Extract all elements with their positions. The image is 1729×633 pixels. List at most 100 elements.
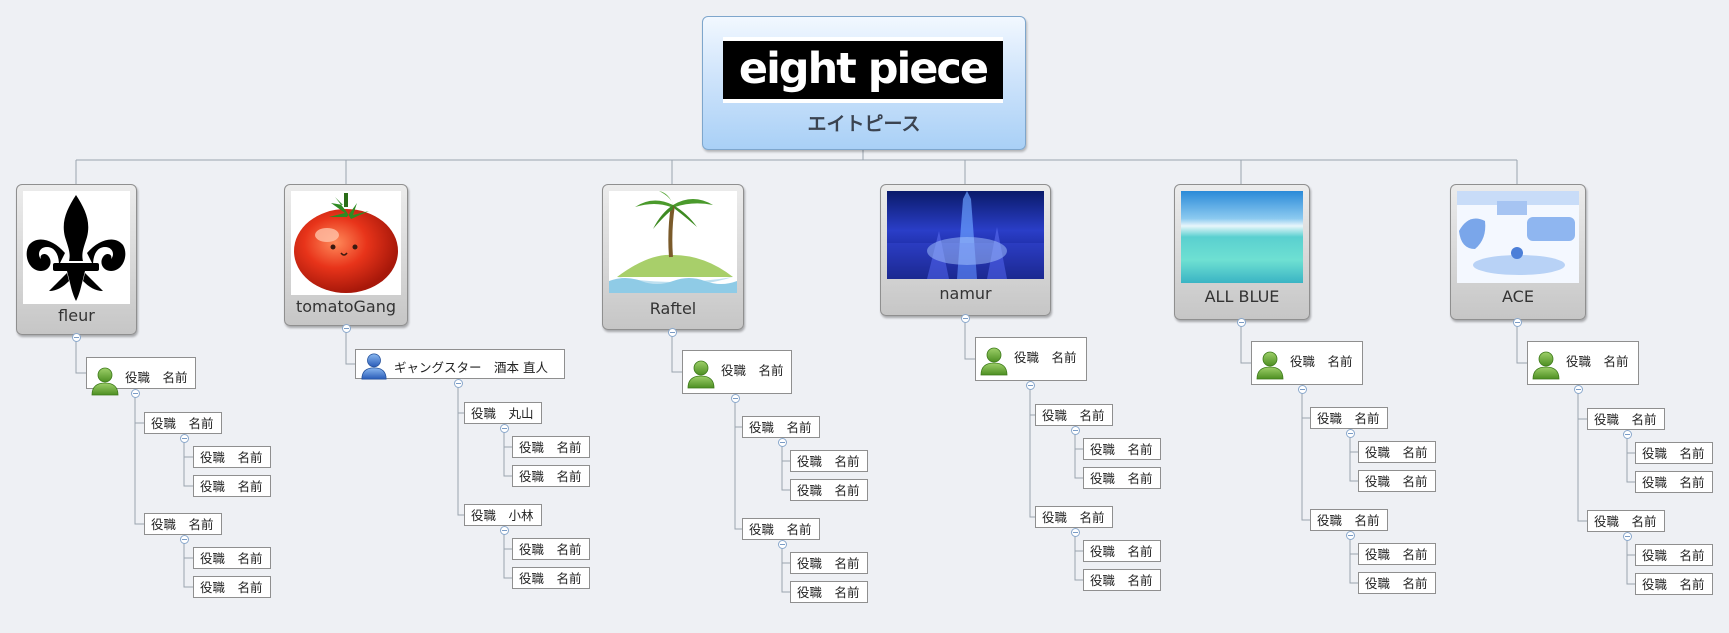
connector-line [1349,539,1358,584]
connector-line [1074,434,1083,450]
member-topic[interactable]: 役職 名前 [790,479,868,501]
collapse-toggle[interactable] [668,328,677,337]
team-name: Raftel [649,299,697,318]
member-topic[interactable]: 役職 名前 [1635,442,1713,464]
member-topic[interactable]: 役職 名前 [790,581,868,603]
member-topic[interactable]: 役職 名前 [1587,408,1665,430]
connector-line [503,432,512,448]
collapse-toggle[interactable] [731,394,740,403]
fleur-de-lis-icon [23,191,130,304]
member-topic[interactable]: 役職 名前 [1358,470,1436,492]
member-topic[interactable]: 役職 名前 [1358,543,1436,565]
team-topic-namur[interactable]: namur [880,184,1051,316]
member-topic[interactable]: 役職 名前 [1310,407,1388,429]
member-topic[interactable]: 役職 名前 [512,567,590,589]
collapse-toggle[interactable] [180,434,189,443]
collapse-toggle[interactable] [1346,429,1355,438]
central-topic[interactable]: eight piece エイトピース [702,16,1026,150]
member-topic[interactable]: 役職 名前 [193,547,271,569]
person-icon [1256,351,1284,380]
member-topic[interactable]: 役職 名前 [193,446,271,468]
team-name: namur [939,284,992,303]
connector-line [781,548,790,564]
member-topic[interactable]: 役職 名前 [512,538,590,560]
member-topic[interactable]: 役職 名前 [742,416,820,438]
member-topic[interactable]: 役職 名前 [512,436,590,458]
team-name: fleur [58,306,95,325]
member-topic[interactable]: 役職 名前 [1635,471,1713,493]
collapse-toggle[interactable] [1071,528,1080,537]
member-topic[interactable]: 役職 名前 [512,465,590,487]
team-topic-all-blue[interactable]: ALL BLUE [1174,184,1310,320]
leader-topic[interactable]: 役職 名前 [86,357,196,396]
leader-label: 役職 名前 [1566,354,1629,369]
collapse-toggle[interactable] [1574,385,1583,394]
member-topic[interactable]: 役職 小林 [464,504,542,526]
member-topic[interactable]: 役職 名前 [144,412,222,434]
connector-line [964,322,975,360]
member-topic[interactable]: 役職 名前 [1358,572,1436,594]
collapse-toggle[interactable] [1623,430,1632,439]
leader-topic[interactable]: 役職 名前 [682,350,792,394]
collapse-toggle[interactable] [778,438,787,447]
member-topic[interactable]: 役職 丸山 [464,402,542,424]
leader-topic[interactable]: ギャングスター 酒本 直人 [355,349,565,380]
member-topic[interactable]: 役職 名前 [1358,441,1436,463]
connector-line [1074,536,1083,552]
collapse-toggle[interactable] [131,389,140,398]
member-topic[interactable]: 役職 名前 [1310,509,1388,531]
member-topic[interactable]: 役職 名前 [1587,510,1665,532]
collapse-toggle[interactable] [500,424,509,433]
blue-city-image [887,191,1044,279]
collapse-toggle[interactable] [1237,318,1246,327]
member-topic[interactable]: 役職 名前 [193,475,271,497]
team-topic-fleur[interactable]: fleur [16,184,137,335]
team-topic-ace[interactable]: ACE [1450,184,1586,320]
member-topic[interactable]: 役職 名前 [144,513,222,535]
collapse-toggle[interactable] [1513,318,1522,327]
team-name: ALL BLUE [1204,287,1280,306]
member-topic[interactable]: 役職 名前 [1083,540,1161,562]
collapse-toggle[interactable] [72,333,81,342]
member-topic[interactable]: 役職 名前 [1083,438,1161,460]
collapse-toggle[interactable] [500,526,509,535]
collapse-toggle[interactable] [961,314,970,323]
member-topic[interactable]: 役職 名前 [1635,544,1713,566]
connector-line [671,336,682,373]
team-topic-tomatogang[interactable]: tomatoGang [284,184,408,326]
person-icon [1532,351,1560,380]
connector-line [1240,326,1251,364]
connector-line [1074,434,1083,479]
member-topic[interactable]: 役職 名前 [1083,569,1161,591]
leader-label: ギャングスター 酒本 直人 [394,360,548,375]
collapse-toggle[interactable] [1623,532,1632,541]
team-name: ACE [1502,287,1534,306]
connector-line [134,397,144,525]
collapse-toggle[interactable] [1346,531,1355,540]
member-topic[interactable]: 役職 名前 [742,518,820,540]
member-topic[interactable]: 役職 名前 [790,552,868,574]
person-icon [980,347,1008,376]
collapse-toggle[interactable] [454,379,463,388]
leader-topic[interactable]: 役職 名前 [1251,341,1363,385]
member-topic[interactable]: 役職 名前 [1035,506,1113,528]
collapse-toggle[interactable] [778,540,787,549]
ocean-image [1181,191,1303,283]
member-topic[interactable]: 役職 名前 [1635,573,1713,595]
collapse-toggle[interactable] [342,324,351,333]
team-topic-raftel[interactable]: Raftel [602,184,744,330]
collapse-toggle[interactable] [1298,385,1307,394]
person-icon [687,360,715,389]
connector-line [183,442,193,487]
collapse-toggle[interactable] [1071,426,1080,435]
collapse-toggle[interactable] [1026,381,1035,390]
leader-topic[interactable]: 役職 名前 [975,337,1087,381]
leader-topic[interactable]: 役職 名前 [1527,341,1639,385]
collapse-toggle[interactable] [180,535,189,544]
member-topic[interactable]: 役職 名前 [193,576,271,598]
member-topic[interactable]: 役職 名前 [790,450,868,472]
connector-line [1626,438,1635,483]
member-topic[interactable]: 役職 名前 [1083,467,1161,489]
connector-line [1577,393,1587,522]
member-topic[interactable]: 役職 名前 [1035,404,1113,426]
